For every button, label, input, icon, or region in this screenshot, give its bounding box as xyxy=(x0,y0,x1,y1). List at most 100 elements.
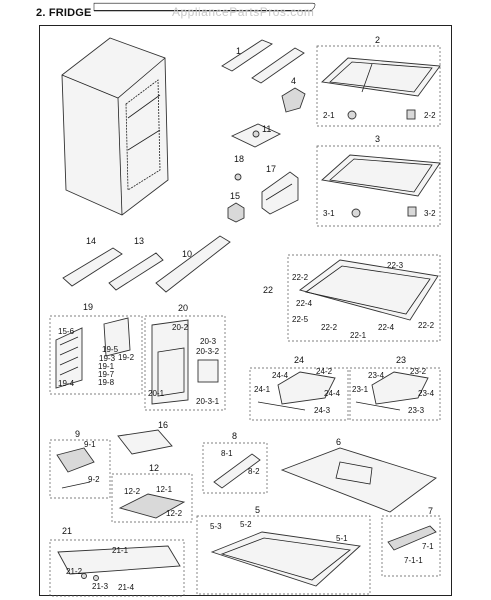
callout-12-1: 12-1 xyxy=(156,485,173,494)
callout-22-2: 22-2 xyxy=(292,273,309,282)
callout-24-1: 24-1 xyxy=(254,385,271,394)
part-12-tray[interactable] xyxy=(118,493,186,519)
part-6-crisper-cover[interactable] xyxy=(280,447,437,513)
callout-3-1: 3-1 xyxy=(323,209,335,218)
part-15-cap[interactable] xyxy=(227,202,245,223)
callout-23-3: 23-3 xyxy=(408,406,425,415)
part-2-box xyxy=(316,45,441,127)
callout-19: 19 xyxy=(83,302,93,312)
part-2-shelf[interactable] xyxy=(321,57,441,120)
part-4-bracket[interactable] xyxy=(281,87,306,113)
callout-24-3: 24-3 xyxy=(314,406,331,415)
part-8-box xyxy=(202,442,268,494)
callout-8-2: 8-2 xyxy=(248,467,260,476)
part-13-rail[interactable] xyxy=(108,252,164,291)
part-1-shelf-rails[interactable] xyxy=(221,39,305,84)
part-22-cover[interactable] xyxy=(298,259,439,321)
callout-20-1: 20-1 xyxy=(148,389,165,398)
part-3-shelf[interactable] xyxy=(321,154,441,218)
callout-20-2: 20-2 xyxy=(172,323,189,332)
callout-22-4a: 22-4 xyxy=(296,299,313,308)
callout-2: 2 xyxy=(375,35,380,45)
part-5-box xyxy=(196,515,371,595)
fridge-cabinet xyxy=(61,37,169,216)
callout-23-1: 23-1 xyxy=(352,385,369,394)
part-20-duct-assembly[interactable] xyxy=(151,319,219,405)
callout-6: 6 xyxy=(336,437,341,447)
part-17-hinge-assembly[interactable] xyxy=(261,171,299,215)
callout-5: 5 xyxy=(255,505,260,515)
callout-22-3: 22-3 xyxy=(387,261,404,270)
part-3-1-cap[interactable] xyxy=(351,208,361,218)
callout-14: 14 xyxy=(86,236,96,246)
callout-19-4: 19-4 xyxy=(58,379,75,388)
callout-20-3: 20-3 xyxy=(200,337,217,346)
part-5-crisper-drawer[interactable] xyxy=(210,531,362,587)
callout-22-2c: 22-2 xyxy=(418,321,435,330)
callout-11: 11 xyxy=(262,124,271,134)
callout-13: 13 xyxy=(134,236,144,246)
part-3-box xyxy=(316,145,441,227)
watermark: AppliancePartsPros.com xyxy=(172,5,315,19)
callout-24-4a: 24-4 xyxy=(272,371,289,380)
callout-23-4a: 23-4 xyxy=(368,371,385,380)
part-10-cover[interactable] xyxy=(155,235,231,293)
callout-23: 23 xyxy=(396,355,406,365)
callout-22-4b: 22-4 xyxy=(378,323,395,332)
part-20-box xyxy=(144,315,226,411)
callout-7-1: 7-1 xyxy=(422,542,434,551)
part-19-fan-assembly[interactable] xyxy=(55,317,131,389)
part-8-panel[interactable] xyxy=(213,453,261,489)
part-12-box xyxy=(111,473,193,523)
callout-19-7: 19-7 xyxy=(98,370,115,379)
callout-22-2b: 22-2 xyxy=(321,323,338,332)
callout-24-2: 24-2 xyxy=(316,367,333,376)
callout-1: 1 xyxy=(236,46,241,56)
callout-23-2: 23-2 xyxy=(410,367,427,376)
part-11-hinge[interactable] xyxy=(230,123,282,148)
callout-19-2: 19-2 xyxy=(118,353,135,362)
callout-19-5: 19-5 xyxy=(102,345,119,354)
callout-19-1: 19-1 xyxy=(98,362,115,371)
part-14-rail[interactable] xyxy=(62,247,123,287)
callout-3: 3 xyxy=(375,134,380,144)
callout-15: 15 xyxy=(230,191,240,201)
part-3-2-clip[interactable] xyxy=(407,206,417,217)
part-7-handle[interactable] xyxy=(387,525,437,551)
part-23-box xyxy=(349,367,441,421)
part-22-box xyxy=(287,254,441,342)
callout-8-1: 8-1 xyxy=(221,449,233,458)
part-19-box xyxy=(49,315,143,395)
part-16-cover[interactable] xyxy=(117,429,173,455)
callout-20-3-2: 20-3-2 xyxy=(196,347,220,356)
callout-5-3: 5-3 xyxy=(210,522,222,531)
part-2-1-cap[interactable] xyxy=(347,110,357,120)
callout-12: 12 xyxy=(149,463,159,473)
part-23-drawer[interactable] xyxy=(355,371,429,411)
callout-21: 21 xyxy=(62,526,72,536)
callout-9-2: 9-2 xyxy=(88,475,100,484)
callout-24-4b: 24-4 xyxy=(324,389,341,398)
part-18-screw[interactable] xyxy=(234,173,242,181)
section-header-tab xyxy=(93,2,316,12)
callout-22-5: 22-5 xyxy=(292,315,309,324)
callout-23-4b: 23-4 xyxy=(418,389,435,398)
callout-19-8: 19-8 xyxy=(98,378,115,387)
part-21-shelf[interactable] xyxy=(57,545,181,581)
callout-20-3-1: 20-3-1 xyxy=(196,397,220,406)
part-9-light-assembly[interactable] xyxy=(56,447,95,489)
callout-7-1-1: 7-1-1 xyxy=(404,556,423,565)
callout-4: 4 xyxy=(291,76,296,86)
callout-21-3: 21-3 xyxy=(92,582,109,591)
callout-16: 16 xyxy=(158,420,168,430)
callout-5-2: 5-2 xyxy=(240,520,252,529)
part-24-drawer[interactable] xyxy=(257,371,336,411)
callout-19-6: 15-6 xyxy=(58,327,75,336)
part-2-2-clip[interactable] xyxy=(406,109,416,120)
callout-7: 7 xyxy=(428,506,433,516)
part-24-box xyxy=(249,367,349,421)
callout-22: 22 xyxy=(263,285,273,295)
callout-22-1: 22-1 xyxy=(350,331,367,340)
callout-9-1: 9-1 xyxy=(84,440,96,449)
